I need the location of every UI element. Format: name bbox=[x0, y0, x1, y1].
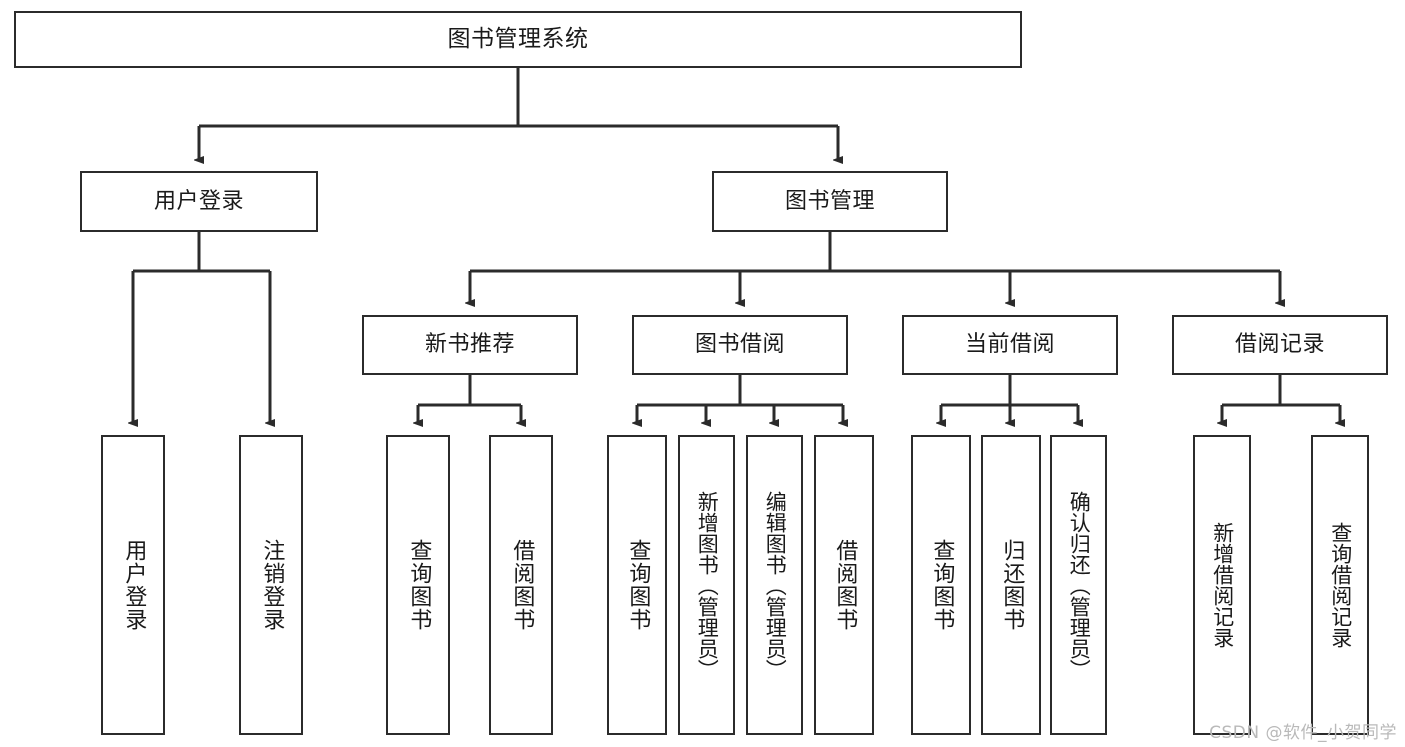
watermark-text: CSDN @软件_小贺同学 bbox=[1209, 723, 1397, 743]
node-label: 借阅图书 bbox=[832, 539, 858, 631]
node-label: 用户登录 bbox=[153, 188, 244, 214]
node-label: 查询图书 bbox=[625, 539, 651, 631]
node-label: 确认归还（管理员） bbox=[1067, 490, 1092, 680]
leaf-user-login-login[interactable]: 用户登录 bbox=[101, 435, 165, 735]
leaf-new-book-borrow[interactable]: 借阅图书 bbox=[489, 435, 553, 735]
node-label: 归还图书 bbox=[999, 539, 1025, 631]
leaf-book-borrow-edit[interactable]: 编辑图书（管理员） bbox=[746, 435, 803, 735]
node-label: 借阅图书 bbox=[509, 539, 535, 631]
node-label: 查询图书 bbox=[406, 539, 432, 631]
leaf-current-borrow-confirm-return[interactable]: 确认归还（管理员） bbox=[1050, 435, 1107, 735]
node-label: 借阅记录 bbox=[1234, 332, 1325, 358]
node-label: 查询图书 bbox=[929, 539, 955, 631]
node-label: 新增借阅记录 bbox=[1210, 522, 1235, 648]
node-label: 图书借阅 bbox=[694, 332, 785, 358]
leaf-borrow-record-query[interactable]: 查询借阅记录 bbox=[1311, 435, 1369, 735]
leaf-borrow-record-add[interactable]: 新增借阅记录 bbox=[1193, 435, 1251, 735]
node-borrow-record[interactable]: 借阅记录 bbox=[1172, 315, 1388, 375]
node-label: 查询借阅记录 bbox=[1328, 522, 1353, 648]
leaf-book-borrow-query[interactable]: 查询图书 bbox=[607, 435, 667, 735]
node-book-management[interactable]: 图书管理 bbox=[712, 171, 948, 232]
leaf-new-book-query[interactable]: 查询图书 bbox=[386, 435, 450, 735]
node-label: 编辑图书（管理员） bbox=[763, 490, 788, 680]
node-label: 用户登录 bbox=[121, 539, 147, 631]
node-label: 图书管理系统 bbox=[447, 25, 589, 52]
leaf-current-borrow-return[interactable]: 归还图书 bbox=[981, 435, 1041, 735]
node-current-borrow[interactable]: 当前借阅 bbox=[902, 315, 1118, 375]
node-root-system[interactable]: 图书管理系统 bbox=[14, 11, 1022, 68]
node-label: 新书推荐 bbox=[424, 332, 515, 358]
node-label: 图书管理 bbox=[784, 188, 875, 214]
leaf-book-borrow-borrow[interactable]: 借阅图书 bbox=[814, 435, 874, 735]
node-label: 新增图书（管理员） bbox=[695, 490, 720, 680]
node-book-borrow[interactable]: 图书借阅 bbox=[632, 315, 848, 375]
leaf-user-login-logout[interactable]: 注销登录 bbox=[239, 435, 303, 735]
node-new-book-recommend[interactable]: 新书推荐 bbox=[362, 315, 578, 375]
node-label: 当前借阅 bbox=[964, 332, 1055, 358]
node-user-login[interactable]: 用户登录 bbox=[80, 171, 318, 232]
leaf-book-borrow-add[interactable]: 新增图书（管理员） bbox=[678, 435, 735, 735]
leaf-current-borrow-query[interactable]: 查询图书 bbox=[911, 435, 971, 735]
node-label: 注销登录 bbox=[259, 539, 285, 631]
